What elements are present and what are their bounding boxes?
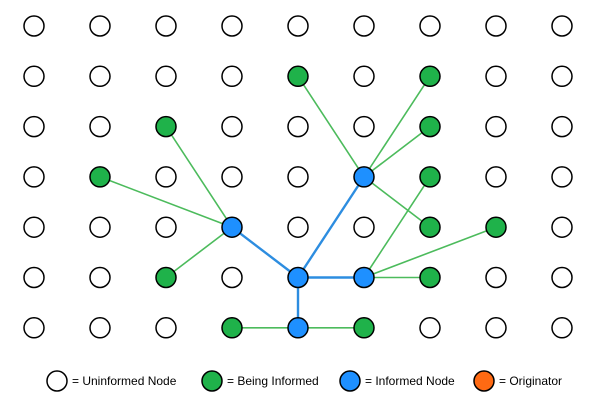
- node-uninformed: [155, 216, 177, 238]
- node-informed: [287, 266, 309, 289]
- being-informed-edge: [165, 125, 233, 228]
- being-informed-edge: [363, 125, 431, 178]
- node-being-informed: [287, 65, 309, 88]
- node-uninformed: [155, 65, 177, 88]
- node-uninformed: [89, 266, 111, 289]
- informed-edge: [296, 175, 366, 279]
- node-uninformed: [155, 166, 177, 188]
- node-uninformed: [89, 65, 111, 88]
- being-informed-edge: [363, 176, 431, 279]
- legend-label-uninformed: = Uninformed Node: [72, 374, 177, 388]
- node-being-informed: [419, 65, 441, 88]
- node-being-informed: [419, 266, 441, 289]
- node-uninformed: [551, 65, 573, 88]
- node-informed: [287, 317, 309, 339]
- node-uninformed: [353, 65, 375, 88]
- being-informed-edge: [363, 75, 431, 178]
- node-uninformed: [287, 15, 309, 37]
- node-uninformed: [23, 266, 45, 289]
- node-uninformed: [551, 115, 573, 138]
- legend: = Uninformed Node = Being Informed = Inf…: [46, 370, 562, 392]
- node-uninformed: [23, 216, 45, 238]
- legend-item-being-informed: = Being Informed: [201, 370, 319, 392]
- node-uninformed: [23, 65, 45, 88]
- node-being-informed: [485, 216, 507, 238]
- legend-label-originator: = Originator: [499, 374, 562, 388]
- node-being-informed: [89, 166, 111, 188]
- node-being-informed: [353, 317, 375, 339]
- node-uninformed: [353, 115, 375, 138]
- legend-label-being-informed: = Being Informed: [227, 374, 319, 388]
- node-uninformed: [287, 115, 309, 138]
- node-being-informed: [221, 317, 243, 339]
- legend-swatch-being-informed: [201, 370, 223, 392]
- node-uninformed: [89, 216, 111, 238]
- node-being-informed: [419, 115, 441, 138]
- being-informed-edge: [363, 176, 431, 228]
- node-uninformed: [353, 15, 375, 37]
- node-being-informed: [155, 266, 177, 289]
- node-uninformed: [221, 65, 243, 88]
- node-uninformed: [23, 15, 45, 37]
- node-uninformed: [23, 166, 45, 188]
- node-uninformed: [551, 317, 573, 339]
- edges-layer: [99, 75, 497, 329]
- node-uninformed: [287, 166, 309, 188]
- being-informed-edge: [165, 226, 233, 279]
- node-uninformed: [485, 266, 507, 289]
- being-informed-edge: [363, 226, 497, 279]
- legend-item-informed: = Informed Node: [339, 370, 455, 392]
- legend-swatch-uninformed: [46, 370, 68, 392]
- node-informed: [353, 166, 375, 188]
- node-uninformed: [551, 266, 573, 289]
- legend-swatch-informed: [339, 370, 361, 392]
- node-uninformed: [221, 15, 243, 37]
- node-uninformed: [419, 15, 441, 37]
- node-uninformed: [89, 115, 111, 138]
- node-uninformed: [221, 115, 243, 138]
- node-uninformed: [155, 15, 177, 37]
- node-informed: [221, 216, 243, 238]
- nodes-layer: [23, 15, 573, 339]
- node-uninformed: [23, 317, 45, 339]
- node-uninformed: [485, 317, 507, 339]
- node-informed: [353, 266, 375, 289]
- node-uninformed: [485, 166, 507, 188]
- node-uninformed: [353, 216, 375, 238]
- node-being-informed: [155, 115, 177, 138]
- node-uninformed: [89, 317, 111, 339]
- node-uninformed: [485, 115, 507, 138]
- node-uninformed: [23, 115, 45, 138]
- being-informed-edge: [99, 176, 233, 228]
- node-uninformed: [419, 317, 441, 339]
- node-uninformed: [89, 15, 111, 37]
- node-uninformed: [221, 266, 243, 289]
- legend-label-informed: = Informed Node: [365, 374, 455, 388]
- legend-swatch-originator: [473, 370, 495, 392]
- node-being-informed: [419, 216, 441, 238]
- informed-edge: [230, 225, 300, 279]
- node-uninformed: [551, 15, 573, 37]
- node-uninformed: [551, 216, 573, 238]
- node-uninformed: [287, 216, 309, 238]
- node-uninformed: [485, 15, 507, 37]
- node-uninformed: [155, 317, 177, 339]
- legend-item-uninformed: = Uninformed Node: [46, 370, 177, 392]
- being-informed-edge: [297, 75, 365, 178]
- node-uninformed: [485, 65, 507, 88]
- node-being-informed: [419, 166, 441, 188]
- node-uninformed: [551, 166, 573, 188]
- legend-item-originator: = Originator: [473, 370, 562, 392]
- node-uninformed: [221, 166, 243, 188]
